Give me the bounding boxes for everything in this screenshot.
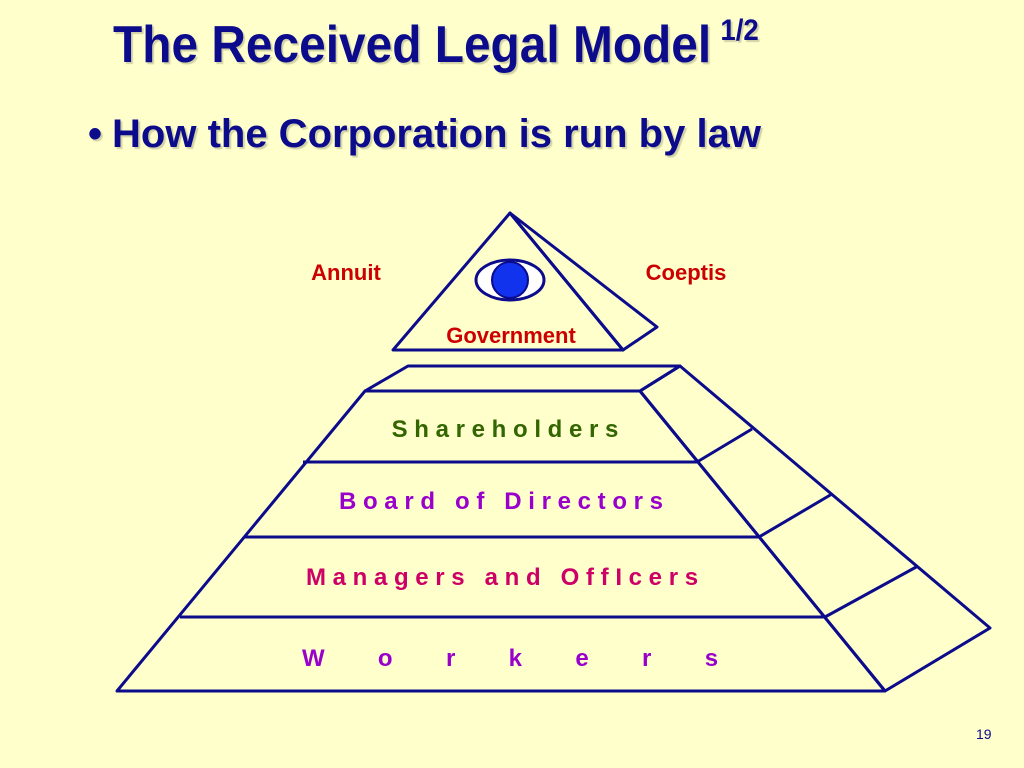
tier-label-shareholders: S h a r e h o l d e r s <box>392 416 619 443</box>
tier-label-managers: M a n a g e r s a n d O f f I c e r s <box>306 564 698 591</box>
bullet-item: •How the Corporation is run by law <box>88 112 761 157</box>
tier-label-board: B o a r d o f D i r e c t o r s <box>339 488 663 515</box>
pyramid-side-face <box>638 364 992 693</box>
side-divider-2 <box>758 492 833 539</box>
side-divider-3 <box>824 564 919 619</box>
tier-label-workers: W o r k e r s <box>302 645 718 672</box>
side-divider-1 <box>696 427 753 464</box>
bullet-text: How the Corporation is run by law <box>112 112 761 156</box>
slide-title-text: The Received Legal Model <box>113 16 712 74</box>
capstone-side-face <box>508 211 659 352</box>
eye-icon <box>474 258 546 302</box>
pyramid-top-platform <box>363 364 682 393</box>
annuit-label: Annuit <box>311 260 381 285</box>
government-label: Government <box>446 323 576 348</box>
slide-title-suffix: 1/2 <box>720 14 759 47</box>
coeptis-label: Coeptis <box>646 260 727 285</box>
page-number: 19 <box>976 726 992 742</box>
bullet-dot-icon: • <box>88 112 103 156</box>
